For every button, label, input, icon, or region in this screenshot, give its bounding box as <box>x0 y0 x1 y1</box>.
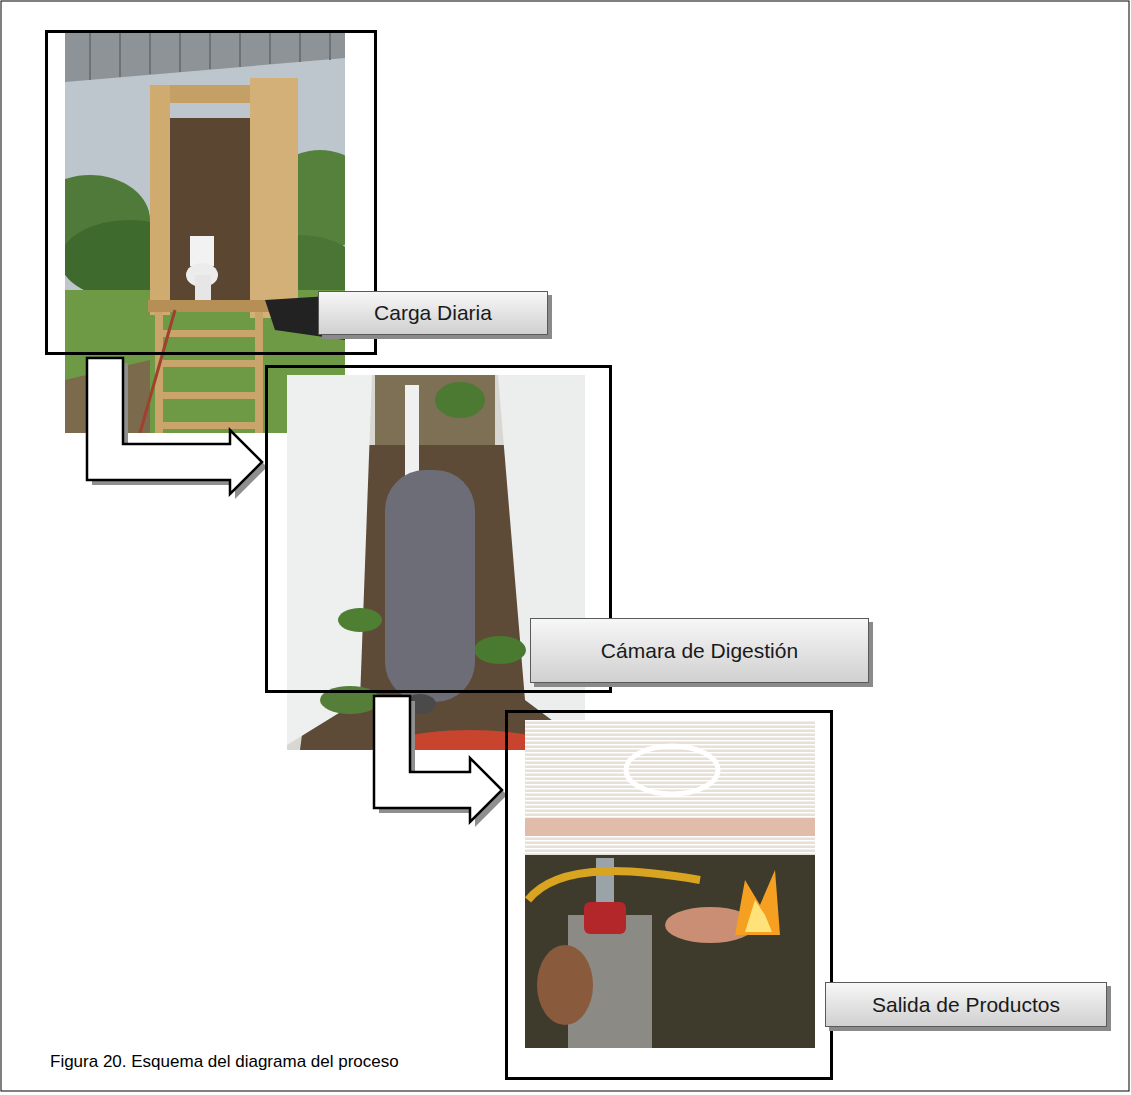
step-label: Salida de Productos <box>872 993 1060 1017</box>
figure-caption: Figura 20. Esquema del diagrama del proc… <box>50 1052 399 1072</box>
biodigester-photo <box>287 375 585 750</box>
label-box: Carga Diaria <box>318 291 548 335</box>
process-arrow <box>87 358 262 494</box>
process-arrow-group <box>87 358 267 499</box>
label-box: Cámara de Digestión <box>530 618 869 683</box>
step-label: Carga Diaria <box>374 301 492 325</box>
gas-flame-photo <box>525 720 815 1048</box>
photo-frame: Carga Diaria <box>45 30 377 355</box>
photo-frame: Cámara de Digestión <box>265 365 612 693</box>
process-arrow-group <box>374 696 507 827</box>
label-box: Salida de Productos <box>825 982 1107 1027</box>
process-arrow <box>374 696 502 822</box>
photo-frame: Salida de Productos <box>505 710 833 1080</box>
step-label: Cámara de Digestión <box>601 639 798 663</box>
